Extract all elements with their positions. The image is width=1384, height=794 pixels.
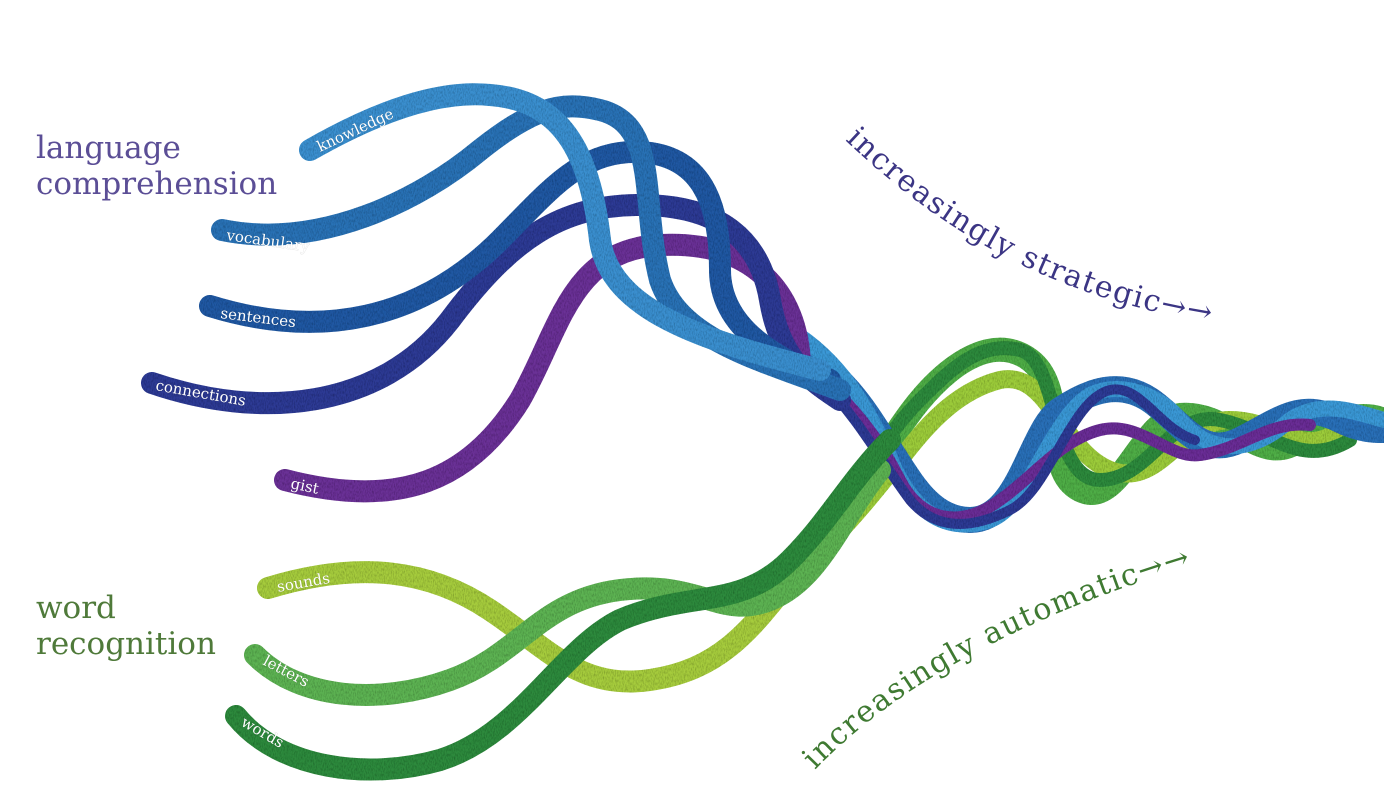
language-title-line1: language [36,130,181,166]
strand-sentences [199,140,841,391]
automatic-textpath: increasingly automatic→→ [796,539,1194,775]
increasingly-automatic-label: increasingly automatic→→ [796,539,1195,775]
braid-strand-purple [804,364,1316,524]
strategic-textpath: increasingly strategic→→ [839,120,1215,331]
word-title-line1: word [36,590,116,626]
language-comprehension-title: language comprehension [36,130,277,202]
strand-knowledge [299,83,831,381]
word-title-line2: recognition [36,626,216,662]
strand-letters [244,459,891,706]
increasingly-strategic-label: increasingly strategic→→ [839,120,1216,331]
word-recognition-title: word recognition [36,590,216,662]
language-title-line2: comprehension [36,166,278,202]
strand-labels: knowledge vocabulary sentences connectio… [154,104,397,752]
strand-words [225,429,901,781]
comprehension-strands [141,83,851,503]
word-recognition-strands [225,429,901,781]
